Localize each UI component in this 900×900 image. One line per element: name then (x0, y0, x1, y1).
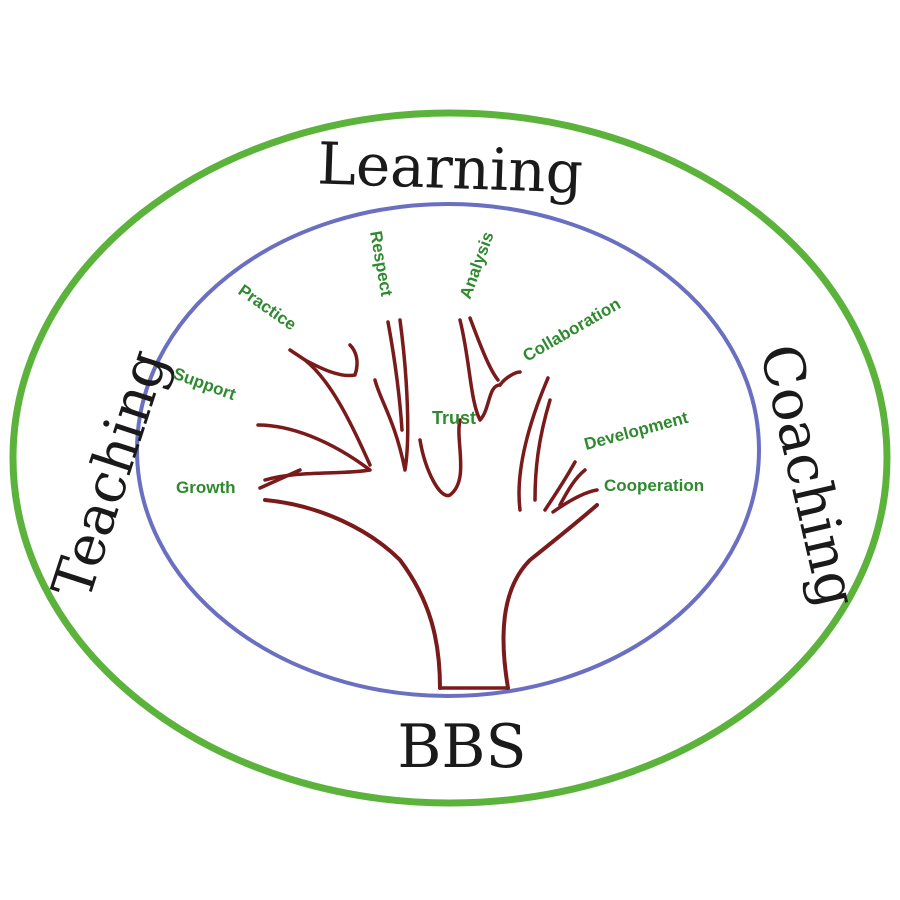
learning-label: Learning (316, 129, 584, 206)
outer-ring (9, 109, 891, 807)
trust-label: Trust (432, 408, 476, 428)
respect-label: Respect (366, 229, 396, 298)
development-label: Development (582, 408, 690, 454)
cooperation-label: Cooperation (604, 476, 704, 495)
support-label: Support (171, 364, 239, 404)
tree-icon (256, 316, 599, 690)
teaching-label: Teaching (40, 342, 181, 606)
bbs-label: BBS (397, 712, 526, 782)
inner-ring (135, 202, 761, 698)
growth-label: Growth (176, 478, 236, 497)
collaboration-label: Collaboration (520, 294, 624, 365)
coaching-label: Coaching (746, 338, 869, 613)
practice-label: Practice (235, 281, 300, 335)
analysis-label: Analysis (456, 229, 498, 301)
